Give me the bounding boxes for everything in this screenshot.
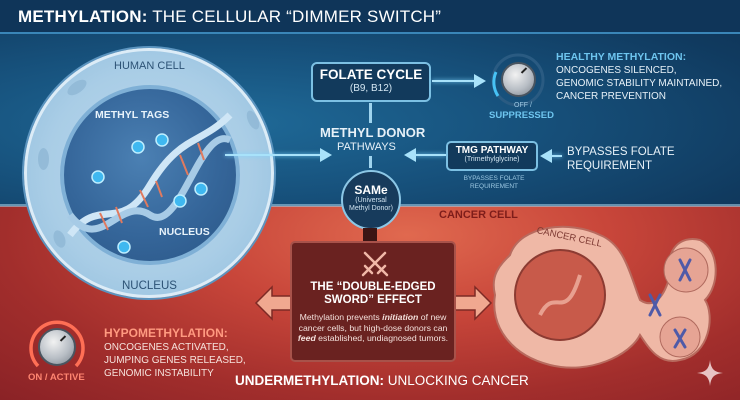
emphasis-feed: feed (297, 333, 316, 343)
footer-title-rest: UNLOCKING CANCER (387, 373, 529, 388)
same-subtitle: (Universal (355, 197, 387, 204)
bypass-note: BYPASSES FOLATE REQUIREMENT (567, 145, 675, 173)
dial-knob-icon (501, 62, 536, 97)
tmg-pathway-title: TMG PATHWAY (455, 145, 529, 156)
nucleus-to-donor-arrow (225, 154, 325, 156)
sword-effect-title: THE “DOUBLE-EDGED SWORD” EFFECT (292, 281, 454, 307)
sword-title-line: SWORD” EFFECT (324, 294, 422, 306)
hypo-line: ONCOGENES ACTIVATED, (104, 342, 229, 353)
knob-state-top: OFF / (514, 102, 532, 109)
tmg-to-donor-arrow (414, 154, 446, 156)
sparkle-icon (697, 360, 723, 386)
header-bar (0, 0, 740, 34)
title-rest: THE CELLULAR “DIMMER SWITCH” (152, 7, 442, 26)
body-text: Methylation prevents (299, 312, 383, 322)
knob-state-active: ON / ACTIVE (28, 372, 85, 383)
dna-helix-icon (67, 112, 233, 254)
cancer-cell-illustration (492, 225, 717, 369)
same-title: SAMe (354, 183, 388, 197)
hypo-line: JUMPING GENES RELEASED, (104, 355, 246, 366)
page-title: METHYLATION: THE CELLULAR “DIMMER SWITCH… (18, 7, 441, 27)
footer-title-bold: UNDERMETHYLATION: (235, 373, 384, 388)
nucleus-outer-label: NUCLEUS (122, 280, 177, 292)
tmg-caption: BYPASSES FOLATE REQUIREMENT (450, 175, 538, 191)
folate-cycle-subtitle: (B9, B12) (349, 83, 393, 94)
organelle (38, 148, 49, 170)
folate-to-knob-arrow (432, 80, 476, 82)
nucleus (60, 85, 240, 265)
folate-cycle-box: FOLATE CYCLE (B9, B12) (311, 62, 431, 102)
human-cell-label: HUMAN CELL (114, 60, 185, 72)
hypo-line: GENOMIC INSTABILITY (104, 368, 214, 379)
same-subtitle: Methyl Donor) (349, 205, 393, 212)
body-text: established, undiagnosed tumors. (315, 333, 449, 343)
same-node: SAMe (Universal Methyl Donor) (341, 170, 401, 230)
same-stem (363, 228, 377, 242)
folate-connector (369, 103, 372, 123)
cancer-cell-label: CANCER CELL (439, 209, 518, 221)
healthy-line: GENOMIC STABILITY MAINTAINED, (556, 78, 723, 89)
healthy-line: CANCER PREVENTION (556, 91, 667, 102)
donor-connector (369, 156, 372, 168)
knob-ring-blue (491, 53, 545, 107)
double-edged-sword-box: THE “DOUBLE-EDGED SWORD” EFFECT Methylat… (290, 241, 456, 362)
methyl-donor-subtitle: PATHWAYS (337, 141, 396, 153)
sword-effect-body: Methylation prevents initiation of new c… (296, 312, 450, 344)
tmg-pathway-box: TMG PATHWAY (Trimethylglycine) (446, 141, 538, 171)
title-bold: METHYLATION: (18, 7, 148, 26)
footer-title: UNDERMETHYLATION: UNLOCKING CANCER (235, 373, 529, 388)
tmg-caption-line: REQUIREMENT (469, 183, 519, 190)
arrow-head-icon (540, 149, 552, 163)
arrow-head-icon (320, 148, 332, 162)
nucleus-inner-label: NUCLEUS (159, 226, 210, 238)
folate-cycle-title: FOLATE CYCLE (319, 67, 423, 82)
methyl-tags-label: METHYL TAGS (95, 109, 170, 121)
arrow-head-icon (404, 148, 416, 162)
healthy-line: ONCOGENES SILENCED, (556, 65, 677, 76)
crossed-swords-icon (361, 251, 389, 277)
knob-ring-red (29, 320, 85, 368)
tmg-caption-line: BYPASSES FOLATE (463, 175, 525, 182)
knob-state-suppressed: SUPPRESSED (489, 110, 554, 121)
arrow-head-icon (474, 74, 486, 88)
right-arrow-icon (455, 285, 493, 321)
bypass-note-line: REQUIREMENT (567, 160, 652, 172)
sword-title-line: THE “DOUBLE-EDGED (310, 281, 436, 293)
left-arrow-icon (254, 285, 292, 321)
methyl-donor-title: METHYL DONOR (320, 125, 426, 140)
body-text: of new cancer cells, but high-dose donor… (298, 312, 448, 333)
emphasis-initiation: initiation (382, 312, 419, 322)
healthy-methylation-title: HEALTHY METHYLATION: (556, 51, 687, 63)
tmg-pathway-subtitle: (Trimethylglycine) (464, 156, 520, 163)
bypass-arrow (550, 155, 562, 157)
hypomethylation-title: HYPOMETHYLATION: (104, 326, 228, 340)
bypass-note-line: BYPASSES FOLATE (567, 146, 675, 158)
dial-knob-icon (38, 328, 76, 366)
